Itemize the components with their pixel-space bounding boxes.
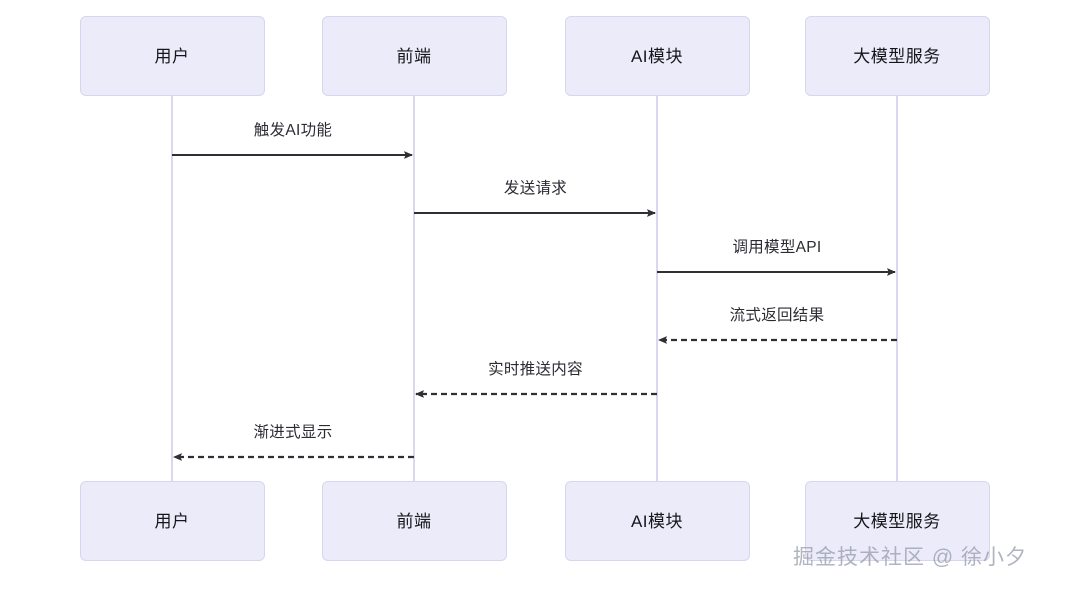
message-label-stream-return: 流式返回结果 (729, 307, 825, 324)
message-arrow-group (172, 151, 897, 461)
participant-label-llm-service: 大模型服务 (853, 46, 941, 66)
participant-box-frontend-top[interactable]: 前端 (321, 16, 507, 96)
lifeline-group (171, 96, 898, 481)
participant-box-frontend-bottom[interactable]: 前端 (321, 481, 507, 561)
participant-label-ai-module: AI模块 (630, 511, 684, 531)
participant-label-frontend: 前端 (396, 46, 432, 66)
message-label-call-model-api: 调用模型API (732, 239, 822, 256)
participant-box-ai-module-bottom[interactable]: AI模块 (564, 481, 750, 561)
participant-label-llm-service: 大模型服务 (853, 511, 941, 531)
message-label-progressive-display: 渐进式显示 (253, 424, 333, 441)
participant-label-ai-module: AI模块 (630, 46, 684, 66)
participant-label-user: 用户 (154, 46, 190, 66)
participant-label-user: 用户 (154, 511, 190, 531)
message-label-send-request: 发送请求 (503, 180, 568, 197)
participant-box-llm-service-top[interactable]: 大模型服务 (804, 16, 990, 96)
participant-box-user-bottom[interactable]: 用户 (79, 481, 265, 561)
message-label-realtime-push: 实时推送内容 (488, 361, 583, 378)
participant-box-user-top[interactable]: 用户 (79, 16, 265, 96)
participant-label-frontend: 前端 (396, 511, 432, 531)
message-label-trigger-ai-feature: 触发AI功能 (253, 122, 333, 139)
participant-box-llm-service-bottom[interactable]: 大模型服务 (804, 481, 990, 561)
participant-box-ai-module-top[interactable]: AI模块 (564, 16, 750, 96)
